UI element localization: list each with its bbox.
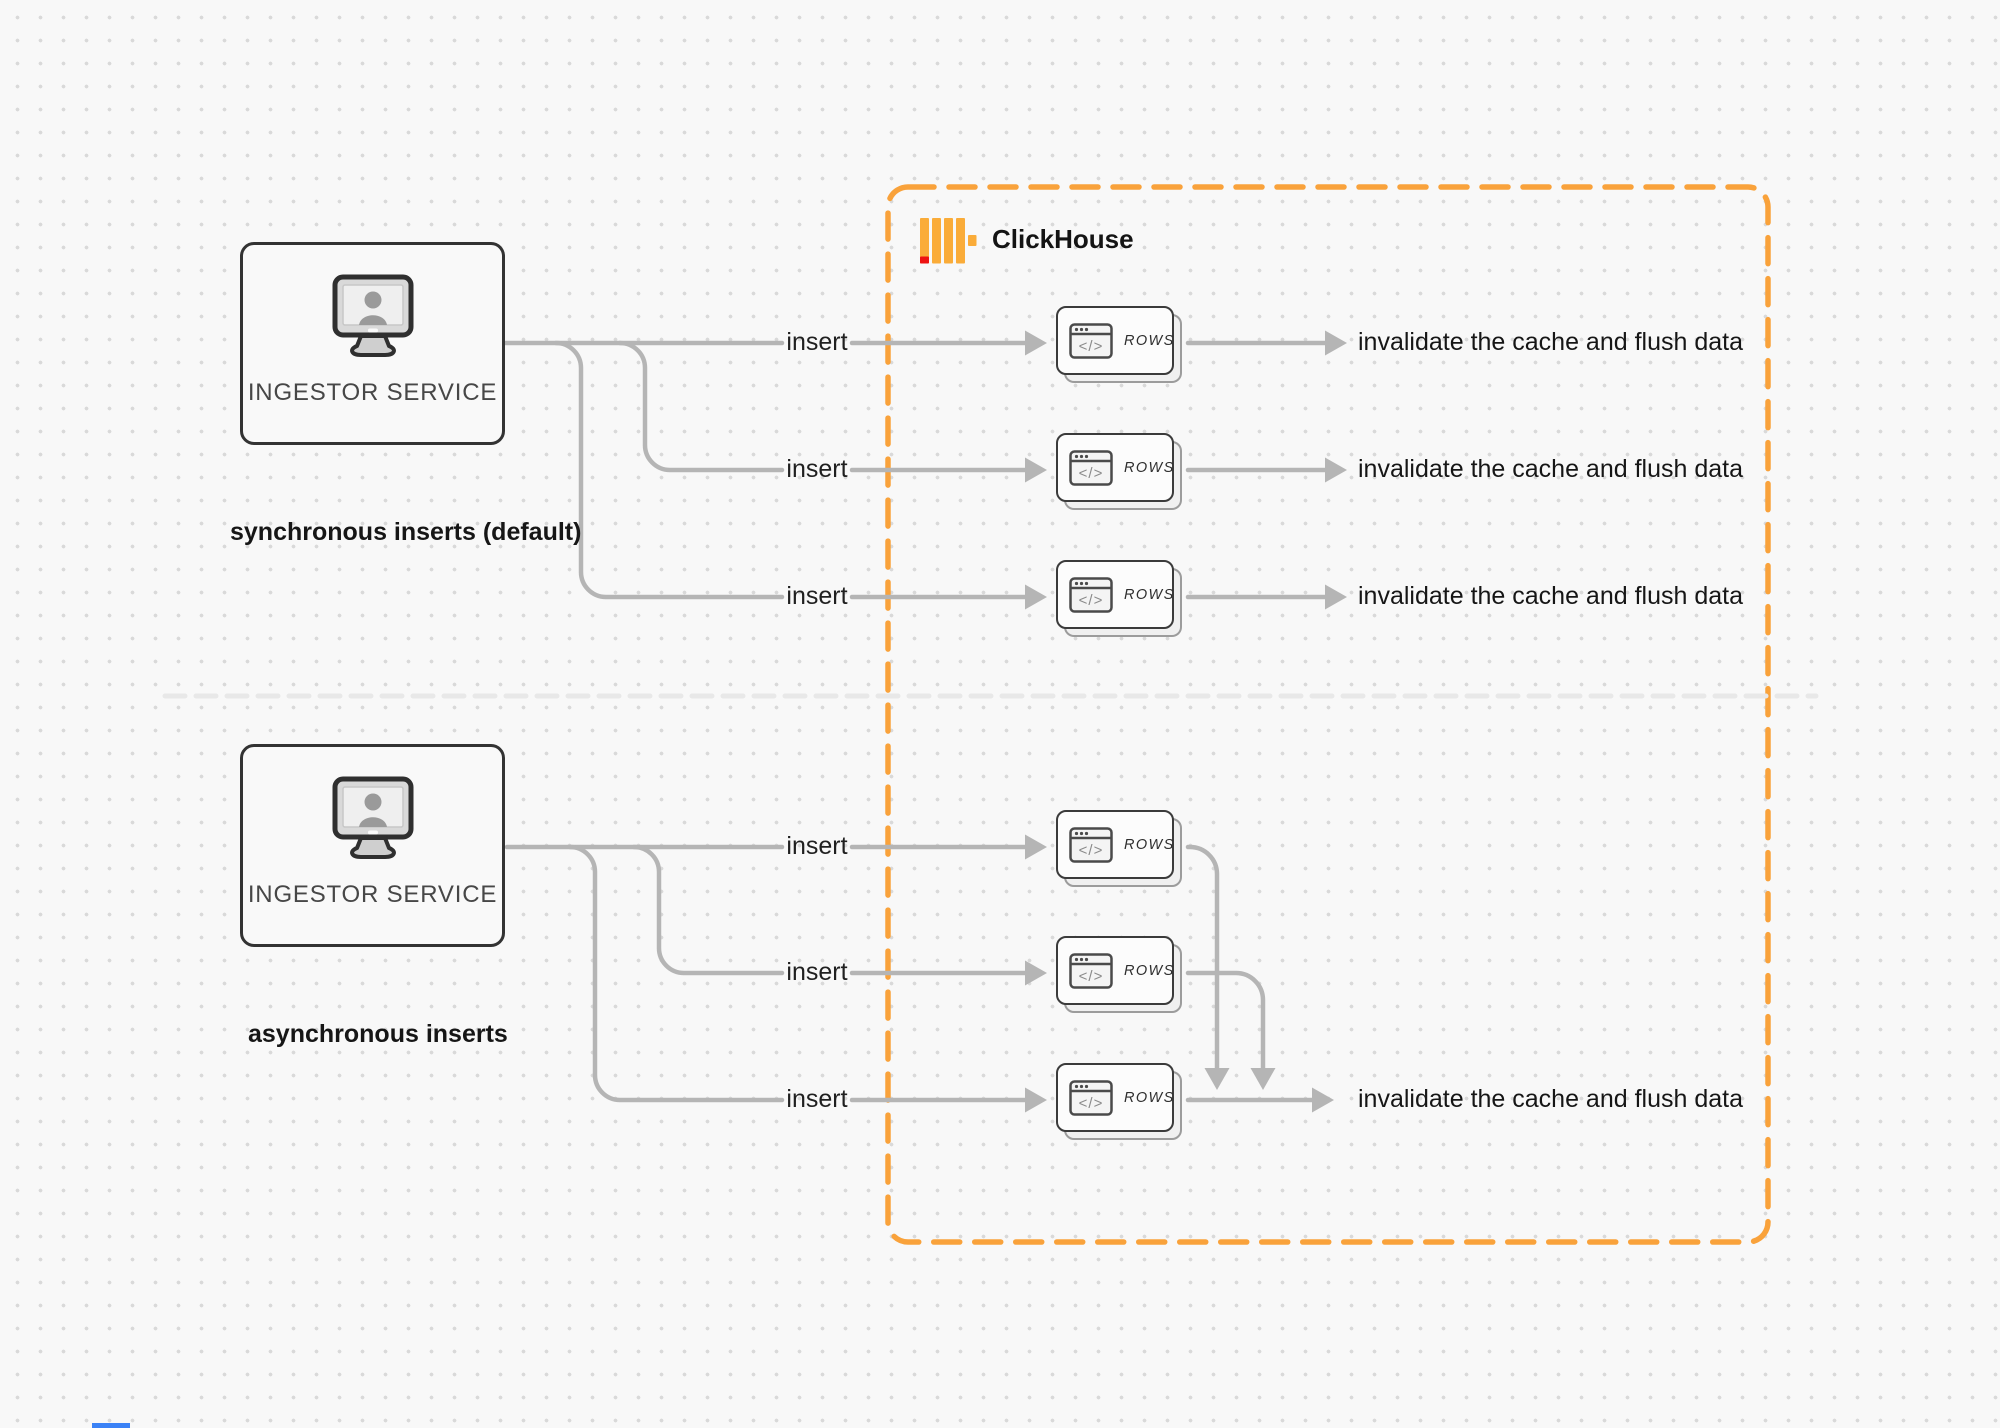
connector-sync-branch-row2: [617, 340, 785, 473]
arrowhead-async-row3-in: [1025, 1087, 1047, 1113]
browser-code-window-icon: </>: [1069, 322, 1113, 359]
arrowhead-sync-row2-in: [1025, 457, 1047, 483]
insert-label: insert: [786, 832, 848, 860]
arrowhead-sync-row3-out: [1325, 584, 1347, 610]
monitor-user-icon: [332, 776, 413, 859]
browser-code-window-icon: </>: [1069, 952, 1113, 989]
invalidate-label: invalidate the cache and flush data: [1358, 455, 1743, 483]
insert-label: insert: [786, 455, 848, 483]
browser-code-window-icon: </>: [1069, 826, 1113, 863]
arrowhead-async-flush-row1-down: [1204, 1068, 1230, 1090]
rows-card: </> ROWS: [1056, 433, 1182, 510]
rows-card: </> ROWS: [1056, 936, 1182, 1013]
insert-label: insert: [786, 1085, 848, 1113]
connector-async-branch-row2: [631, 844, 785, 976]
code-glyph: </>: [1079, 465, 1104, 482]
rows-card-front: </> ROWS: [1056, 560, 1174, 629]
arrowhead-async-flush-out: [1312, 1087, 1334, 1113]
rows-label: ROWS: [1124, 586, 1175, 603]
insert-label: insert: [786, 328, 848, 356]
rows-label: ROWS: [1124, 459, 1175, 476]
sync-section-title: synchronous inserts (default): [230, 518, 582, 546]
invalidate-label: invalidate the cache and flush data: [1358, 1085, 1743, 1113]
arrowhead-async-row2-in: [1025, 960, 1047, 986]
connector-async-flush-from-row2: [1185, 970, 1266, 1071]
code-glyph: </>: [1079, 1095, 1104, 1112]
canvas-edge-artifact: [92, 1423, 130, 1428]
rows-card: </> ROWS: [1056, 810, 1182, 887]
clickhouse-dashed-boundary: [885, 184, 1771, 1245]
insert-label: insert: [786, 958, 848, 986]
rows-card-front: </> ROWS: [1056, 1063, 1174, 1132]
clickhouse-header: ClickHouse: [920, 218, 1134, 264]
arrowhead-async-row1-in: [1025, 834, 1047, 860]
rows-card-front: </> ROWS: [1056, 306, 1174, 375]
clickhouse-bars-logo: [920, 218, 977, 264]
rows-card: </> ROWS: [1056, 1063, 1182, 1140]
connector-async-flush-from-row1: [1185, 844, 1220, 1071]
ingestor-service-label: INGESTOR SERVICE: [247, 379, 498, 406]
insert-label: insert: [786, 582, 848, 610]
monitor-user-icon: [332, 274, 413, 357]
browser-code-window-icon: </>: [1069, 1079, 1113, 1116]
async-section-title: asynchronous inserts: [248, 1020, 508, 1048]
rows-card-front: </> ROWS: [1056, 433, 1174, 502]
browser-code-window-icon: </>: [1069, 449, 1113, 486]
arrowhead-sync-row1-out: [1325, 330, 1347, 356]
invalidate-label: invalidate the cache and flush data: [1358, 328, 1743, 356]
invalidate-label: invalidate the cache and flush data: [1358, 582, 1743, 610]
ingestor-service-box-sync: INGESTOR SERVICE: [240, 242, 505, 445]
code-glyph: </>: [1079, 842, 1104, 859]
browser-code-window-icon: </>: [1069, 576, 1113, 613]
ingestor-service-box-async: INGESTOR SERVICE: [240, 744, 505, 947]
connector-async-branch-row3: [567, 844, 785, 1103]
arrowhead-sync-row1-in: [1025, 330, 1047, 356]
code-glyph: </>: [1079, 592, 1104, 609]
arrowhead-sync-row3-in: [1025, 584, 1047, 610]
rows-card-front: </> ROWS: [1056, 810, 1174, 879]
rows-label: ROWS: [1124, 1089, 1175, 1106]
rows-card-front: </> ROWS: [1056, 936, 1174, 1005]
connector-sync-branch-row3: [553, 340, 785, 600]
code-glyph: </>: [1079, 968, 1104, 985]
code-glyph: </>: [1079, 338, 1104, 355]
rows-label: ROWS: [1124, 332, 1175, 349]
arrowhead-sync-row2-out: [1325, 457, 1347, 483]
rows-card: </> ROWS: [1056, 306, 1182, 383]
ingestor-service-label: INGESTOR SERVICE: [247, 881, 498, 908]
arrowhead-async-flush-row2-down: [1250, 1068, 1276, 1090]
rows-label: ROWS: [1124, 962, 1175, 979]
clickhouse-label: ClickHouse: [992, 223, 1134, 254]
rows-label: ROWS: [1124, 836, 1175, 853]
rows-card: </> ROWS: [1056, 560, 1182, 637]
